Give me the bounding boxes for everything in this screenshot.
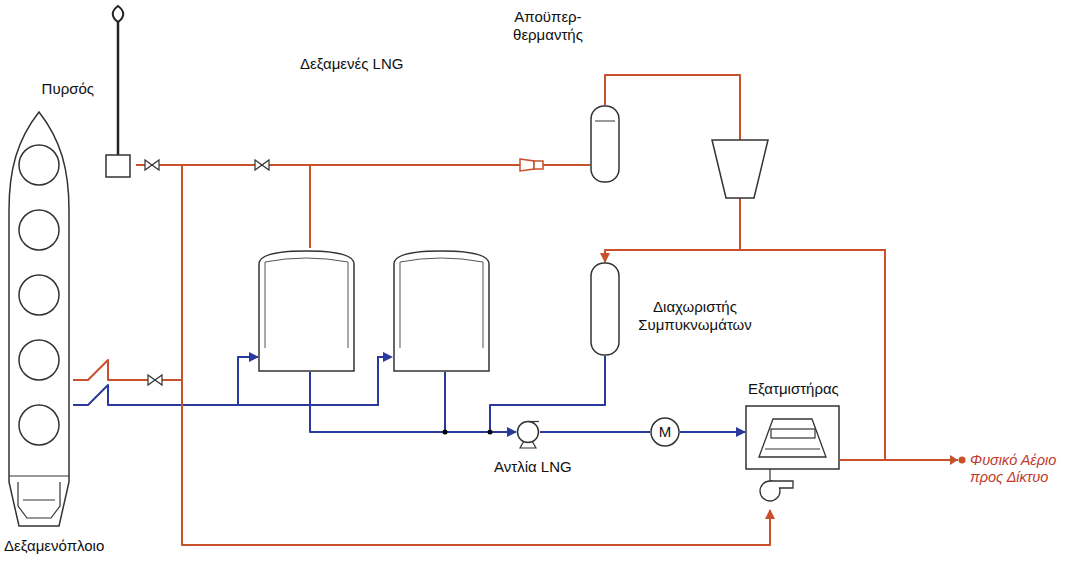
equipment-label: Αντλία LNG xyxy=(494,458,572,476)
symbol-letter: M xyxy=(650,417,680,447)
equipment-label: Δεξαμενές LNG xyxy=(300,55,403,73)
compressor-symbol xyxy=(712,140,768,198)
shape-outline xyxy=(258,248,490,372)
junction-dot xyxy=(488,430,493,435)
gas-pipe xyxy=(310,165,590,248)
shape-outline xyxy=(590,262,620,356)
equipment-label: Εξατμιστήρας xyxy=(748,380,839,398)
flare-stack: Πυρσός xyxy=(100,5,136,181)
lng-pipe xyxy=(490,356,605,432)
junction-dot xyxy=(443,430,448,435)
shape-outline xyxy=(5,110,73,528)
lng-outlet-pipe xyxy=(444,372,446,432)
lng-pump: Αντλία LNG xyxy=(516,420,540,444)
arrow-head xyxy=(383,352,393,362)
equipment-label: Αποϋπερ- θερμαντής xyxy=(506,8,590,44)
shape-outline xyxy=(516,420,540,444)
output-label: Φυσικό Αέριο προς Δίκτυο xyxy=(970,452,1070,486)
lng-pipe xyxy=(540,431,650,433)
vaporizer: Εξατμιστήρας xyxy=(745,405,840,510)
gas-pipe xyxy=(182,165,770,545)
equipment-label: Δεξαμενόπλοιο xyxy=(4,537,104,555)
lng-pipe xyxy=(73,357,258,405)
gas-output-pipe xyxy=(840,459,958,461)
spray-nozzle xyxy=(520,159,543,171)
valve-symbol xyxy=(145,160,269,385)
shape-outline xyxy=(100,5,136,181)
shape-outline xyxy=(590,105,620,183)
shape-outline xyxy=(745,405,840,510)
gas-pipe xyxy=(136,165,310,248)
heater-motor: M xyxy=(650,417,680,447)
desuperheater-vessel: Αποϋπερ- θερμαντής xyxy=(590,105,620,183)
lng-pipe xyxy=(310,372,516,432)
lng-tanker: Δεξαμενόπλοιο xyxy=(5,110,73,528)
arrow-head xyxy=(950,455,958,465)
equipment-label: Διαχωριστής Συμπυκνωμάτων xyxy=(630,298,760,334)
lng-storage-tanks: Δεξαμενές LNG xyxy=(258,248,490,372)
lng-pipe xyxy=(680,431,745,433)
output-dot xyxy=(959,457,966,464)
equipment-label: Πυρσός xyxy=(28,80,94,98)
condensate-separator: Διαχωριστής Συμπυκνωμάτων xyxy=(590,262,620,356)
